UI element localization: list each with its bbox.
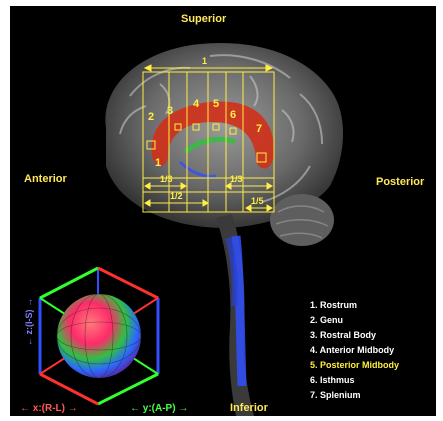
orientation-cube <box>40 268 158 404</box>
region-number-6: 6 <box>230 109 236 121</box>
legend-item-rostrum: 1. Rostrum <box>310 298 436 313</box>
axis-x-label: ← x:(R-L) → <box>20 403 78 414</box>
region-number-7: 7 <box>256 123 262 135</box>
axis-y-label: ← y:(A-P) → <box>130 403 188 414</box>
legend-item-isthmus: 6. Isthmus <box>310 373 436 388</box>
orientation-sphere <box>57 294 141 378</box>
legend-item-rostral-body: 3. Rostral Body <box>310 328 436 343</box>
legend-item-splenium: 7. Splenium <box>310 388 436 403</box>
legend-item-posterior-midbody: 5. Posterior Midbody <box>310 358 436 373</box>
label-inferior: Inferior <box>230 402 268 414</box>
legend-item-anterior-midbody: 4. Anterior Midbody <box>310 343 436 358</box>
region-number-2: 2 <box>148 111 154 123</box>
measure-full-length: 1 <box>202 56 207 66</box>
region-legend: 1. Rostrum 2. Genu 3. Rostral Body 4. An… <box>310 298 436 403</box>
region-number-4: 4 <box>193 98 200 110</box>
measure-half: 1/2 <box>170 191 183 201</box>
legend-item-genu: 2. Genu <box>310 313 436 328</box>
label-superior: Superior <box>181 13 226 25</box>
label-posterior: Posterior <box>376 176 424 188</box>
measure-third-left: 1/3 <box>160 174 173 184</box>
measure-fifth: 1/5 <box>251 196 264 206</box>
mri-panel: 2 3 4 5 6 7 1 1 1/3 1/3 1/2 1/5 <box>10 6 436 416</box>
measure-third-right: 1/3 <box>230 174 243 184</box>
axis-z-label: ← z:(I-S) → <box>24 298 34 346</box>
label-anterior: Anterior <box>24 173 67 185</box>
region-number-1: 1 <box>155 157 161 169</box>
region-number-3: 3 <box>167 105 173 117</box>
region-number-5: 5 <box>213 98 219 110</box>
